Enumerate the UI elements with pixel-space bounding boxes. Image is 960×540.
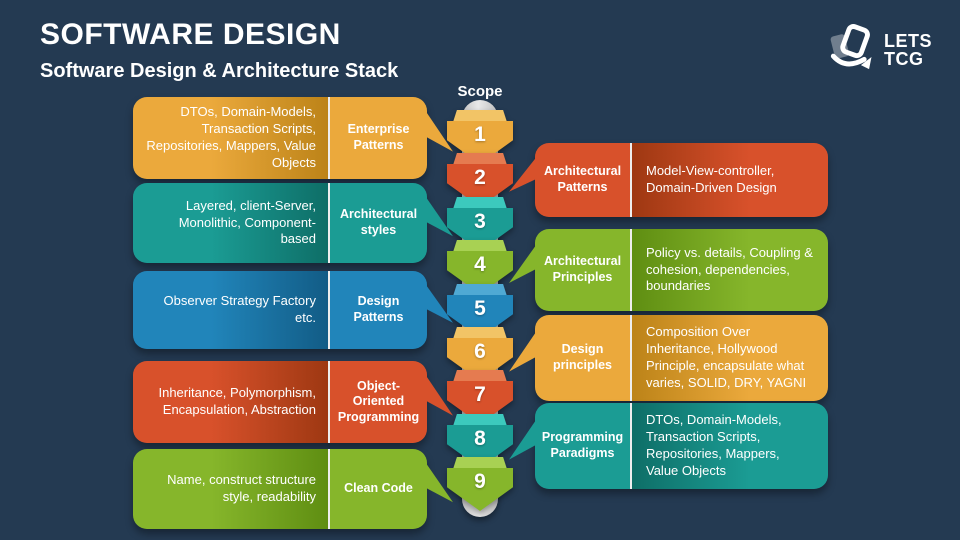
brand-logo-line1: LETS: [883, 31, 932, 52]
step-number: 6: [474, 339, 486, 363]
callout-pointer: [509, 243, 537, 283]
brand-logo-line2: TCG: [883, 48, 924, 69]
callout-body-text: Layered, client-Server, Monolithic, Comp…: [178, 197, 316, 247]
callout-divider: [630, 143, 632, 217]
callout-architectural-patterns: Architectural Patterns Model-View-contro…: [509, 143, 828, 217]
callout-body-text: Composition Over Inheritance, Hollywood …: [646, 324, 807, 390]
callout-divider: [328, 449, 330, 529]
page-title: SOFTWARE DESIGN: [40, 18, 341, 51]
callout-label: Enterprise Patterns: [347, 122, 410, 152]
callout-design-principles: Design principles Composition Over Inher…: [509, 315, 828, 401]
callout-divider: [328, 271, 330, 349]
callout-design-patterns: Observer Strategy Factory etc. Design Pa…: [133, 271, 453, 349]
callout-label: Design principles: [552, 342, 613, 372]
callout-divider: [630, 229, 632, 311]
step-number: 1: [474, 122, 486, 146]
callout-body-text: DTOs, Domain-Models, Transaction Scripts…: [646, 412, 782, 478]
step-number: 4: [474, 252, 486, 276]
step-number: 9: [474, 469, 486, 493]
step-number: 5: [474, 296, 486, 320]
callout-architectural-styles: Layered, client-Server, Monolithic, Comp…: [133, 183, 453, 263]
brand-logo-text: LETS TCG: [883, 31, 932, 69]
callout-label: Object-Oriented Programming: [337, 378, 420, 424]
callout-divider: [328, 361, 330, 443]
step-number: 2: [474, 165, 486, 189]
callout-body-text: DTOs, Domain-Models, Transaction Scripts…: [146, 104, 316, 170]
callout-divider: [630, 403, 632, 489]
callout-body-text: Model-View-controller, Domain-Driven Des…: [646, 163, 777, 195]
callout-divider: [328, 97, 330, 179]
callout-divider: [630, 315, 632, 401]
callout-pointer: [509, 330, 537, 372]
scope-axis-label: Scope: [457, 83, 503, 100]
callout-body-text: Name, construct structure style, readabi…: [167, 472, 316, 504]
callout-body-text: Observer Strategy Factory etc.: [163, 293, 316, 325]
callout-clean-code: Name, construct structure style, readabi…: [133, 449, 453, 529]
brand-logo: LETS TCG: [826, 22, 932, 79]
callout-label: Programming Paradigms: [541, 430, 624, 460]
stack-step-9: 9: [447, 457, 513, 511]
callout-label: Design Patterns: [353, 294, 404, 324]
callout-label: Clean Code: [344, 481, 413, 496]
callout-body-text: Inheritance, Polymorphism, Encapsulation…: [158, 385, 316, 417]
page-subtitle: Software Design & Architecture Stack: [40, 60, 399, 82]
callout-body-text: Policy vs. details, Coupling & cohesion,…: [646, 244, 813, 294]
callout-enterprise-patterns: DTOs, Domain-Models, Transaction Scripts…: [133, 97, 453, 179]
callout-programming-paradigms: Programming Paradigms DTOs, Domain-Model…: [509, 403, 828, 489]
callout-label: Architectural styles: [339, 207, 418, 237]
callout-object-oriented-programming: Inheritance, Polymorphism, Encapsulation…: [133, 361, 453, 443]
callout-divider: [328, 183, 330, 263]
callout-pointer: [509, 418, 537, 460]
card-swoosh-icon: [826, 22, 878, 79]
callout-label: Architectural Principles: [543, 254, 622, 284]
callout-pointer: [509, 156, 537, 192]
step-number: 7: [474, 382, 486, 406]
step-number: 8: [474, 426, 486, 450]
callout-architectural-principles: Architectural Principles Policy vs. deta…: [509, 229, 828, 311]
step-number: 3: [474, 209, 486, 233]
callout-label: Architectural Patterns: [543, 164, 622, 194]
